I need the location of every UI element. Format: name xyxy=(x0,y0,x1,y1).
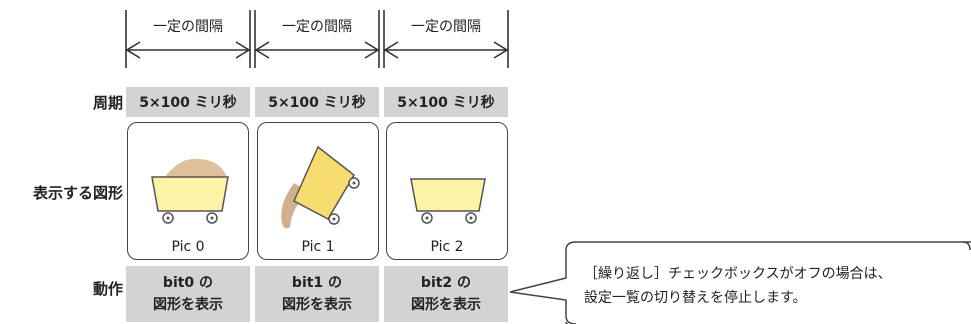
action-line2-1: 図形を表示 xyxy=(282,297,352,313)
cart-body-2 xyxy=(410,178,486,212)
callout-line-2: 設定一覧の切り替えを停止します。 xyxy=(584,290,807,306)
pic-label-2: Pic 2 xyxy=(430,239,464,255)
action-cell-2: bit2 の 図形を表示 xyxy=(384,266,508,322)
cart-shape-2 xyxy=(410,178,486,224)
action-line1-2: bit2 の xyxy=(420,275,472,291)
interval-label-0: 一定の間隔 xyxy=(153,19,223,35)
row-label-period: 周期 xyxy=(92,94,123,112)
row-label-figure: 表示する図形 xyxy=(32,184,123,202)
action-line2-0: 図形を表示 xyxy=(153,297,223,313)
row-label-action: 動作 xyxy=(92,280,123,298)
cart-shape-0 xyxy=(151,158,229,224)
cart-body-1 xyxy=(293,145,355,220)
callout-line-1: ［繰り返し］チェックボックスがオフの場合は、 xyxy=(584,266,892,282)
period-cell-1: 5×100 ミリ秒 xyxy=(255,87,379,117)
action-cell-1: bit1 の 図形を表示 xyxy=(255,266,379,322)
cart-body-0 xyxy=(151,176,229,212)
pic-box-2: Pic 2 xyxy=(386,122,508,260)
period-cell-2: 5×100 ミリ秒 xyxy=(384,87,508,117)
period-cell-0: 5×100 ミリ秒 xyxy=(126,87,250,117)
action-line2-2: 図形を表示 xyxy=(411,297,481,313)
interval-label-1: 一定の間隔 xyxy=(282,19,352,35)
pic-label-1: Pic 1 xyxy=(301,239,335,255)
pic-box-1: Pic 1 xyxy=(257,122,379,260)
cart-shape-1 xyxy=(281,145,360,229)
pic-box-0: Pic 0 xyxy=(127,122,249,260)
interval-markers xyxy=(125,10,509,68)
action-line1-0: bit0 の xyxy=(162,275,214,291)
action-line1-1: bit1 の xyxy=(291,275,343,291)
action-cell-0: bit0 の 図形を表示 xyxy=(126,266,250,322)
cart-shadow-0 xyxy=(162,158,228,181)
pic-label-0: Pic 0 xyxy=(171,239,205,255)
interval-label-2: 一定の間隔 xyxy=(411,19,481,35)
